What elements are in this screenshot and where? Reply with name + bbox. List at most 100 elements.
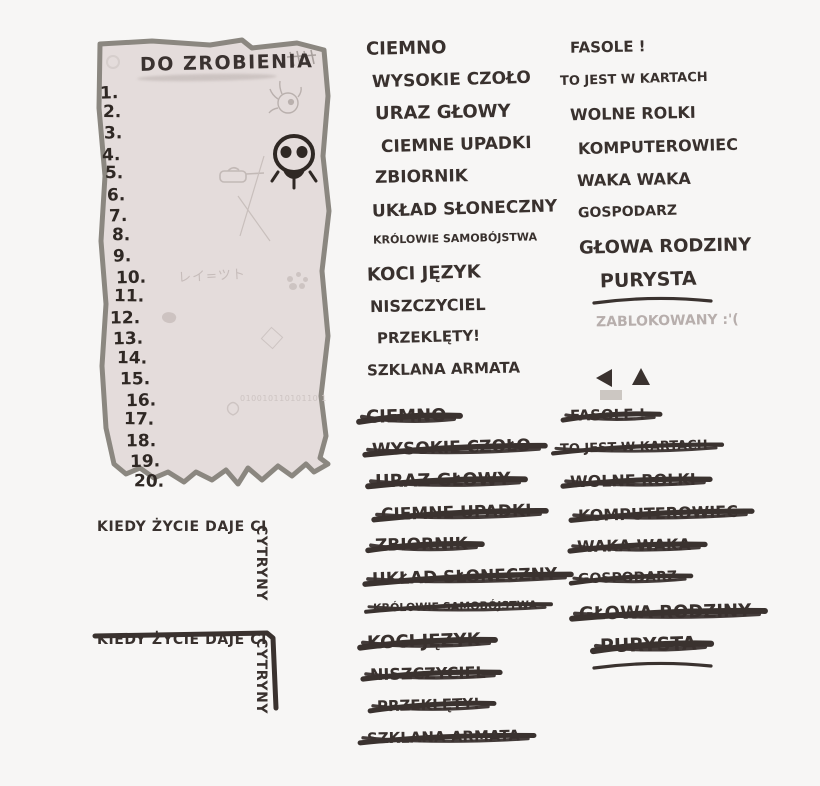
- right-crossed-entry-item[interactable]: GOSPODARZ: [568, 568, 694, 588]
- grey-chip: [600, 390, 622, 400]
- middle-crossed-entry-item[interactable]: URAZ GŁOWY: [365, 469, 528, 493]
- middle-crossed-entry-item[interactable]: CIEMNO: [356, 405, 463, 428]
- numbered-list-item: 5.: [104, 162, 124, 184]
- right-crossed-entry-item[interactable]: FASOLE !: [560, 405, 663, 425]
- right-entry-item[interactable]: WAKA WAKA: [577, 169, 691, 190]
- middle-crossed-entry-item[interactable]: WYSOKIE CZOŁO: [362, 435, 548, 461]
- middle-entry-label: PRZEKLĘTY!: [376, 326, 481, 348]
- numbered-list-item: 13.: [112, 328, 144, 350]
- numbered-list-item: 8.: [111, 224, 131, 245]
- numbered-list-item: 2.: [102, 101, 122, 122]
- right-crossed-entry-label: WOLNE ROLKI: [569, 469, 696, 492]
- middle-entry-item[interactable]: ZBIORNIK: [374, 165, 469, 188]
- dots-doodle: [287, 272, 309, 290]
- numbered-list-item: 11.: [113, 286, 145, 307]
- middle-entry-label: ZBIORNIK: [374, 165, 469, 188]
- middle-crossed-entry-label: URAZ GŁOWY: [374, 469, 511, 493]
- right-entry-item[interactable]: KOMPUTEROWIEC: [577, 134, 739, 159]
- triangle-left-icon[interactable]: [596, 369, 612, 387]
- middle-column-list: CIEMNO WYSOKIE CZOŁO URAZ GŁOWY CIEMNE UPAD…: [365, 37, 566, 390]
- right-crossed-entry-label: GOSPODARZ: [577, 568, 678, 588]
- right-crossed-entry-item[interactable]: WAKA WAKA: [567, 535, 708, 557]
- lemon-phrase-tail: CYTRYNY: [253, 525, 269, 602]
- middle-crossed-entry-item[interactable]: SZKLANA ARMATA: [357, 727, 537, 747]
- numbered-list-item: 14.: [116, 347, 148, 369]
- middle-crossed-entry-item[interactable]: NISZCZYCIEL: [360, 662, 503, 684]
- middle-entry-item[interactable]: UKŁAD SŁONECZNY: [372, 196, 558, 221]
- middle-crossed-entry-item[interactable]: CIEMNE UPADKI: [371, 500, 549, 525]
- middle-crossed-entry-label: KRÓLOWIE SAMOBÓJSTWA: [372, 598, 538, 615]
- middle-entry-item[interactable]: WYSOKIE CZOŁO: [371, 67, 532, 93]
- underline-stroke: [592, 296, 713, 305]
- binary-doodle: 01001011010110 1: [240, 394, 327, 403]
- right-crossed-entry-item[interactable]: WOLNE ROLKI: [560, 469, 713, 492]
- middle-crossed-entry-item[interactable]: ZBIORNIK: [365, 534, 485, 556]
- right-entry-item[interactable]: TO JEST W KARTACH: [559, 69, 708, 90]
- middle-entry-item[interactable]: PRZEKLĘTY!: [376, 326, 481, 348]
- numbered-list-item: 4.: [101, 144, 121, 166]
- middle-entry-label: KOCI JĘZYK: [366, 261, 481, 286]
- right-crossed-entry-label: PURYSTA: [599, 632, 697, 658]
- right-entry-item[interactable]: PURYSTA: [600, 268, 697, 293]
- right-column-list: FASOLE ! TO JEST W KARTACH WOLNE ROLKI KOMP…: [559, 37, 780, 360]
- middle-crossed-entry-item[interactable]: UKŁAD SŁONECZNY: [362, 564, 574, 590]
- numbered-list-item: 3.: [103, 123, 123, 144]
- right-entry-label: FASOLE !: [569, 37, 646, 57]
- middle-entry-item[interactable]: URAZ GŁOWY: [374, 101, 511, 125]
- middle-crossed-entry-label: UKŁAD SŁONECZNY: [371, 564, 558, 590]
- right-crossed-entry-item[interactable]: KOMPUTEROWIEC: [568, 502, 755, 525]
- middle-entry-label: WYSOKIE CZOŁO: [371, 67, 532, 93]
- lemon-strike-through: [92, 630, 279, 711]
- numbered-list-item: 12.: [109, 307, 141, 328]
- right-crossed-entry-label: WAKA WAKA: [576, 535, 691, 557]
- skull-doodle: [270, 134, 318, 190]
- numbered-list-item: 7.: [108, 205, 128, 227]
- middle-crossed-entry-item[interactable]: KRÓLOWIE SAMOBÓJSTWA: [364, 598, 553, 615]
- right-crossed-entry-label: GŁOWA RODZINY: [578, 599, 752, 625]
- numbered-list: 1.2.3.4.5.6.7.8.9.10.11.12.13.14.15.16.1…: [100, 83, 220, 494]
- numbered-list-item: 9.: [112, 246, 132, 267]
- middle-column-crossed-list: CIEMNO WYSOKIE CZOŁO URAZ GŁOWY CIEMNE UPAD…: [356, 405, 574, 768]
- middle-entry-label: CIEMNE UPADKI: [380, 132, 532, 157]
- middle-crossed-entry-item[interactable]: PRZEKLĘTY!: [367, 694, 497, 715]
- tank-doodle: [219, 166, 265, 183]
- right-entry-item[interactable]: FASOLE !: [569, 37, 646, 57]
- diamond-doodle: [260, 326, 284, 350]
- middle-entry-item[interactable]: SZKLANA ARMATA: [366, 358, 521, 380]
- right-crossed-entry-item[interactable]: TO JEST W KARTACH: [550, 437, 725, 457]
- right-entry-label: KOMPUTEROWIEC: [577, 134, 739, 159]
- right-crossed-entry-item[interactable]: PURYSTA: [589, 632, 715, 658]
- middle-entry-item[interactable]: CIEMNE UPADKI: [380, 132, 532, 157]
- middle-entry-label: NISZCZYCIEL: [369, 294, 486, 316]
- scratch-lines-doodle: [237, 155, 271, 242]
- right-crossed-entry-item[interactable]: GŁOWA RODZINY: [569, 599, 768, 625]
- middle-entry-label: SZKLANA ARMATA: [366, 358, 521, 380]
- middle-crossed-entry-label: WYSOKIE CZOŁO: [371, 435, 532, 461]
- middle-crossed-entry-label: CIEMNO: [365, 405, 447, 428]
- triangle-up-icon[interactable]: [632, 368, 650, 385]
- lemon-phrase-head: KIEDY ŻYCIE DAJE CI: [97, 519, 267, 535]
- right-entry-label: WOLNE ROLKI: [569, 102, 696, 125]
- right-entry-item[interactable]: GOSPODARZ: [578, 203, 677, 222]
- middle-entry-item[interactable]: NISZCZYCIEL: [369, 294, 486, 316]
- right-entry-label: TO JEST W KARTACH: [559, 69, 708, 90]
- right-entry-label: GŁOWA RODZINY: [578, 234, 752, 259]
- middle-entry-item[interactable]: CIEMNO: [365, 37, 447, 60]
- numbered-list-item: 15.: [119, 369, 151, 390]
- middle-entry-item[interactable]: KRÓLOWIE SAMOBÓJSTWA: [373, 231, 537, 247]
- middle-entry-label: URAZ GŁOWY: [374, 101, 511, 125]
- middle-crossed-entry-label: KOCI JĘZYK: [366, 629, 481, 654]
- numbered-list-item: 17.: [123, 409, 155, 430]
- todo-paper-sheet: DO ZROBIENIA 1.2.3.4.5.6.7.8.9.10.11.12.…: [92, 36, 342, 506]
- heart-doodle: [226, 401, 240, 416]
- right-entry-item[interactable]: WOLNE ROLKI: [569, 102, 696, 125]
- middle-entry-label: CIEMNO: [365, 37, 447, 60]
- right-entry-item[interactable]: GŁOWA RODZINY: [578, 234, 752, 259]
- middle-crossed-entry-item[interactable]: KOCI JĘZYK: [357, 629, 498, 654]
- middle-entry-item[interactable]: KOCI JĘZYK: [366, 261, 481, 286]
- right-crossed-entry-label: TO JEST W KARTACH: [559, 437, 708, 457]
- hole-punch-icon: [106, 55, 120, 69]
- numbered-list-item: 16.: [125, 389, 157, 411]
- right-entry-item[interactable]: ZABLOKOWANY :'(: [596, 312, 739, 331]
